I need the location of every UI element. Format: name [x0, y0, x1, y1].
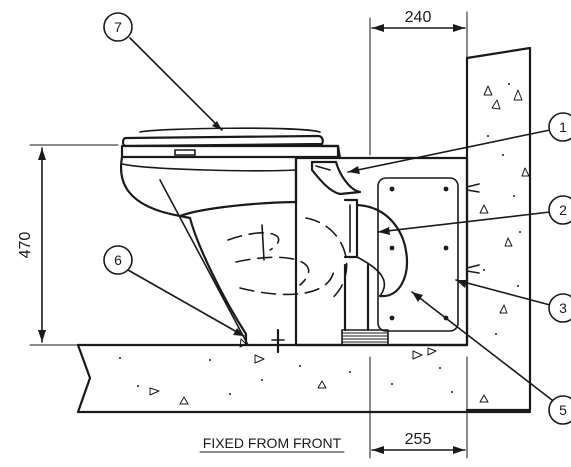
callout-3-label: 3 [559, 300, 567, 316]
callout-7: 5 [411, 291, 571, 425]
dimension-top: 240 [369, 9, 468, 156]
toilet-bowl [119, 127, 362, 354]
floor-fixing [239, 328, 287, 354]
callout-3: 3 [455, 279, 571, 323]
floor [76, 343, 532, 414]
callout-1: 1 [347, 112, 571, 174]
macerator-unit [294, 156, 480, 347]
caption: FIXED FROM FRONT [199, 435, 345, 453]
caption-text: FIXED FROM FRONT [203, 435, 342, 451]
dimension-height: 470 [17, 144, 119, 346]
callout-1-label: 1 [559, 119, 567, 135]
callout-6-label: 7 [114, 19, 122, 35]
callout-2: 2 [377, 195, 571, 235]
callout-5-label: 6 [114, 252, 122, 268]
dim-top-label: 240 [405, 9, 432, 26]
callout-7-label: 5 [559, 402, 567, 418]
floor-texture [119, 347, 489, 405]
dim-bottom-label: 255 [405, 431, 432, 448]
wall-texture [479, 83, 530, 335]
corrugated-outlet [341, 329, 389, 346]
callout-2-label: 2 [559, 202, 567, 218]
dimension-bottom: 255 [369, 356, 468, 459]
callout-6: 7 [103, 12, 223, 131]
dim-height-label: 470 [17, 232, 34, 259]
wall [465, 46, 532, 412]
callout-5: 6 [103, 245, 245, 337]
